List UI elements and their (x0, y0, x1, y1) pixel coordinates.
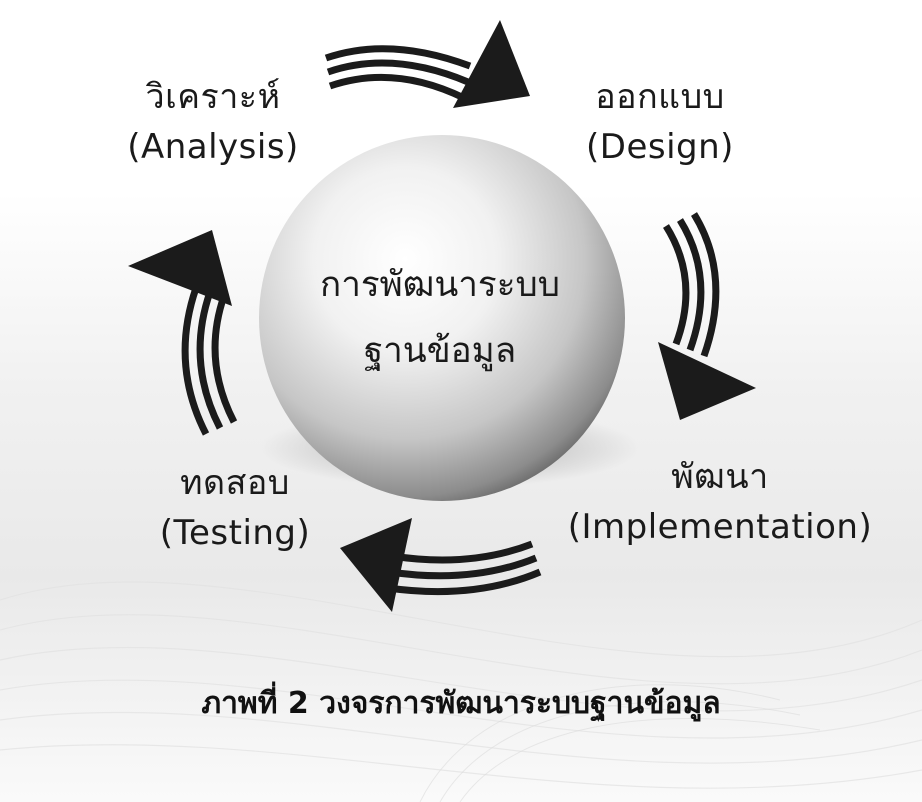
stage-design: ออกแบบ (Design) (560, 72, 760, 172)
arrow-testing-to-analysis (128, 230, 238, 436)
stage-design-english: (Design) (586, 127, 734, 167)
center-title: การพัฒนาระบบ ฐานข้อมูล (260, 252, 620, 384)
arrow-implementation-to-testing (340, 518, 542, 612)
stage-testing-thai: ทดสอบ (180, 463, 290, 503)
stage-testing: ทดสอบ (Testing) (130, 458, 340, 558)
arrow-design-to-implementation (658, 212, 756, 420)
center-title-line1: การพัฒนาระบบ (320, 265, 560, 305)
stage-analysis-thai: วิเคราะห์ (145, 77, 281, 117)
center-title-line2: ฐานข้อมูล (363, 331, 517, 371)
stage-analysis-english: (Analysis) (127, 127, 299, 167)
stage-analysis: วิเคราะห์ (Analysis) (108, 72, 318, 172)
stage-implementation-thai: พัฒนา (671, 457, 769, 497)
stage-implementation-english: (Implementation) (567, 507, 873, 547)
stage-testing-english: (Testing) (159, 513, 311, 553)
figure-caption: ภาพที่ 2 วงจรการพัฒนาระบบฐานข้อมูล (201, 686, 721, 721)
arrow-analysis-to-design (324, 20, 530, 108)
center-sphere (259, 135, 625, 501)
stage-design-thai: ออกแบบ (595, 77, 725, 117)
stage-implementation: พัฒนา (Implementation) (540, 452, 900, 552)
